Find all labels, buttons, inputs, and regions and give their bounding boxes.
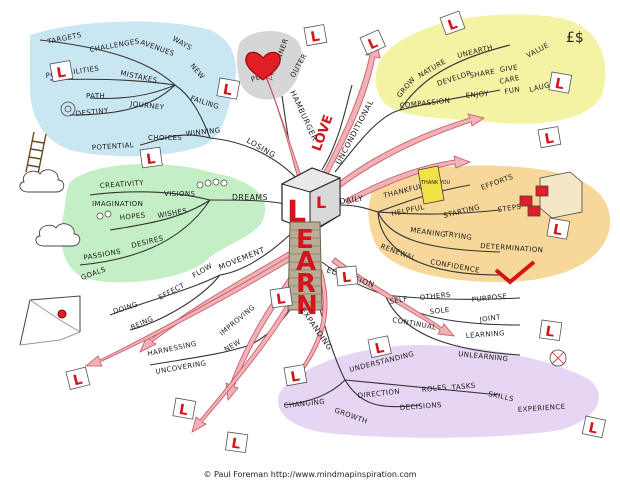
svg-text:L: L bbox=[275, 291, 286, 308]
word-uncovering: UNCOVERING bbox=[155, 359, 207, 376]
svg-text:L: L bbox=[587, 420, 599, 438]
word-hopes: HOPES bbox=[119, 211, 146, 222]
svg-text:L: L bbox=[289, 369, 301, 386]
word-self: SELF bbox=[389, 295, 409, 306]
footer-credit: © Paul Foreman http://www.mindmapinspira… bbox=[203, 470, 417, 479]
svg-text:L: L bbox=[222, 82, 234, 99]
learn-letter-a: A bbox=[296, 247, 316, 277]
word-imagination: IMAGINATION bbox=[92, 200, 143, 208]
word-destiny: DESTINY bbox=[75, 107, 109, 118]
word-steps: STEPS bbox=[497, 203, 522, 214]
word-others: OTHERS bbox=[419, 291, 451, 302]
svg-text:L: L bbox=[145, 151, 156, 168]
word-experience: EXPERIENCE bbox=[518, 403, 566, 414]
word-visions: VISIONS bbox=[164, 190, 196, 198]
tick-icon bbox=[494, 260, 536, 285]
cloud-icon bbox=[19, 169, 81, 247]
thank-you-card-icon: THANK YOU bbox=[417, 165, 451, 205]
word-give: GIVE bbox=[499, 64, 518, 74]
svg-text:L: L bbox=[543, 131, 555, 148]
svg-text:L: L bbox=[178, 402, 190, 419]
svg-text:L: L bbox=[72, 372, 85, 390]
svg-text:L: L bbox=[341, 270, 352, 287]
svg-text:L: L bbox=[55, 65, 67, 82]
cube-letter-l-side: L bbox=[316, 193, 326, 212]
svg-text:L: L bbox=[544, 324, 555, 341]
green-zone bbox=[61, 163, 266, 283]
lilac-zone bbox=[277, 345, 599, 438]
steps-block-icon bbox=[519, 171, 583, 219]
word-being: BEING bbox=[130, 315, 155, 332]
word-enjoy: ENJOY bbox=[465, 90, 489, 100]
learn-column: E A R N bbox=[287, 221, 323, 321]
word-doing: DOING bbox=[112, 300, 139, 316]
word-decisions: DECISIONS bbox=[400, 401, 443, 412]
learn-letter-n: N bbox=[296, 291, 318, 321]
branch-lines bbox=[39, 39, 521, 408]
word-new2: NEW bbox=[223, 338, 242, 354]
word-purpose: PURPOSE bbox=[471, 292, 507, 304]
word-tasks: TASKS bbox=[450, 382, 476, 393]
heart-icon bbox=[245, 51, 281, 81]
branch-dreams: DREAMS bbox=[232, 193, 268, 202]
cube-letter-l: L bbox=[287, 195, 306, 230]
word-effect: EFFECT bbox=[157, 281, 186, 302]
word-creativity: CREATIVITY bbox=[100, 179, 145, 190]
word-choices: CHOICES bbox=[148, 134, 182, 142]
word-trying: TRYING bbox=[443, 230, 473, 242]
compass-icon bbox=[549, 349, 567, 367]
center-cube: L L bbox=[280, 167, 342, 233]
word-path: PATH bbox=[86, 92, 105, 100]
svg-text:L: L bbox=[374, 340, 386, 358]
pound-dollar-icon: £$ bbox=[566, 30, 584, 46]
word-improving: IMPROVING bbox=[218, 303, 257, 337]
word-sole: SOLE bbox=[429, 306, 450, 316]
football-goal-icon bbox=[19, 295, 81, 346]
svg-text:L: L bbox=[309, 29, 321, 46]
svg-text:L: L bbox=[552, 222, 564, 239]
word-roles: ROLES bbox=[421, 383, 447, 394]
yellow-zone bbox=[375, 14, 606, 124]
blue-zone bbox=[29, 21, 237, 157]
svg-text:L: L bbox=[554, 76, 566, 93]
word-fun: FUN bbox=[504, 85, 521, 96]
word-journey: JOURNEY bbox=[129, 100, 165, 112]
word-joint: JOINT bbox=[478, 313, 501, 324]
learn-letter-r: R bbox=[296, 269, 316, 299]
word-learning: LEARNING bbox=[466, 329, 506, 340]
word-harnessing: HARNESSING bbox=[147, 340, 198, 358]
svg-text:THANK YOU: THANK YOU bbox=[420, 180, 451, 186]
word-winning: WINNING bbox=[185, 126, 221, 138]
branch-hamburger: HAMBURGER bbox=[288, 89, 319, 143]
svg-text:L: L bbox=[230, 436, 241, 453]
bubble-icons bbox=[96, 178, 228, 220]
ladder-icon bbox=[25, 131, 47, 175]
learn-letter-e: E bbox=[296, 225, 314, 255]
word-potential: POTENTIAL bbox=[92, 141, 135, 152]
branch-daily: DAILY bbox=[339, 194, 364, 206]
maze-icon bbox=[60, 101, 76, 117]
l-plate-icon: L L L L L L L L L L L L L L L L L L bbox=[49, 10, 607, 454]
